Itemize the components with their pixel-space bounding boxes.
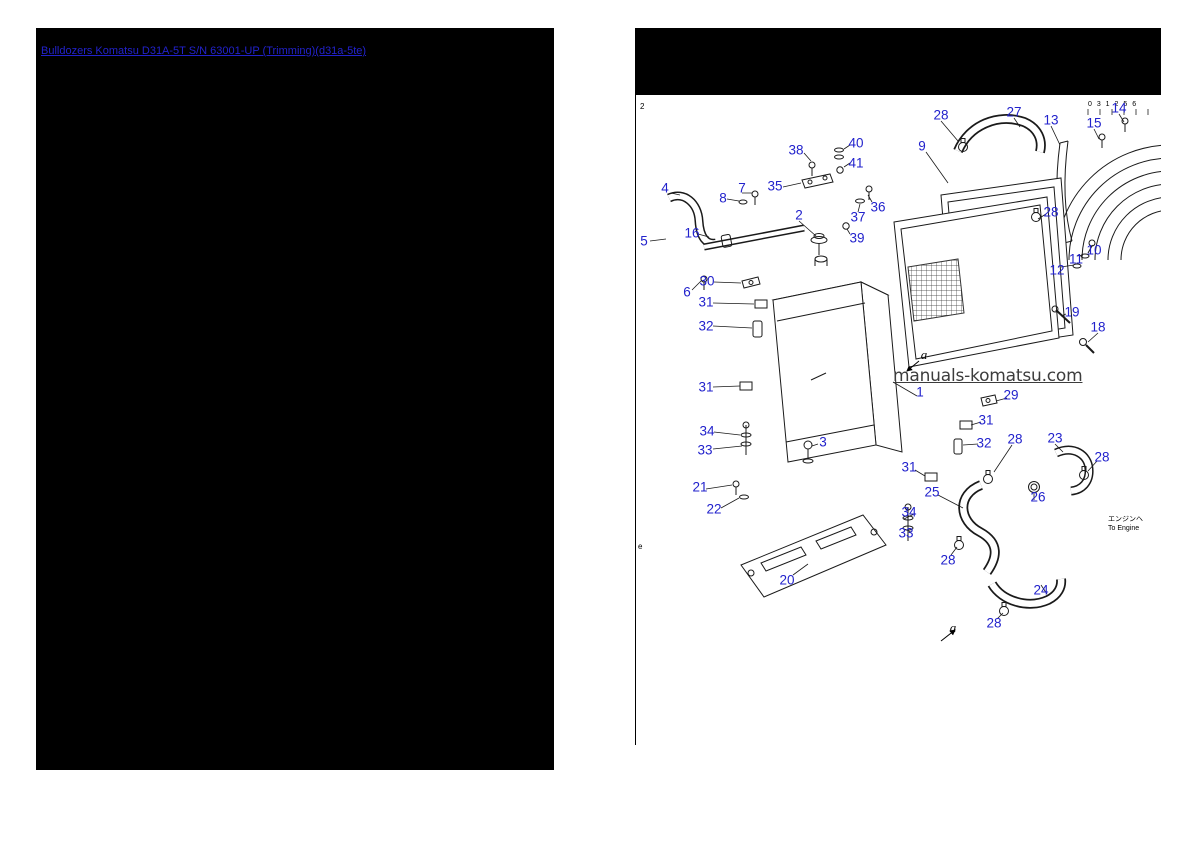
left-pane: [36, 28, 554, 770]
watermark: manuals-komatsu.com: [893, 366, 1083, 386]
upper-hose: [667, 191, 805, 251]
radiator-core: [771, 255, 903, 463]
leader-lines: [649, 113, 1125, 620]
bottom-guard: [740, 514, 887, 598]
diagram-panel: 2 0 3 1 2 5 6 e エンジンへ To Engine manuals-…: [635, 28, 1161, 745]
parts-diagram: 2 0 3 1 2 5 6 e エンジンへ To Engine manuals-…: [636, 95, 1161, 745]
lower-hoses: [958, 445, 1094, 609]
small-parts: [700, 147, 1096, 541]
shroud-bolts: [1098, 117, 1129, 149]
top-outlet-hose: [953, 114, 1046, 154]
corner-mark: 2: [640, 102, 645, 111]
scale-ticks: [1087, 109, 1149, 115]
diagram-line-art: [649, 109, 1161, 642]
grille-panel: [893, 196, 1060, 368]
diagram-header-bar: [636, 28, 1161, 95]
catalog-link[interactable]: Bulldozers Komatsu D31A-5T S/N 63001-UP …: [41, 45, 367, 57]
engine-label-en: To Engine: [1108, 525, 1140, 532]
radiator-cap: [810, 233, 828, 255]
edge-mark: e: [638, 542, 643, 551]
section-arrows: [906, 360, 956, 642]
hose-ring-clamp: [1028, 481, 1040, 493]
engine-label-jp: エンジンへ: [1108, 516, 1143, 523]
scale-marks: 0 3 1 2 5 6: [1088, 101, 1138, 108]
engine-label: エンジンへ To Engine: [1108, 515, 1160, 533]
fan-shroud: [1055, 144, 1161, 261]
